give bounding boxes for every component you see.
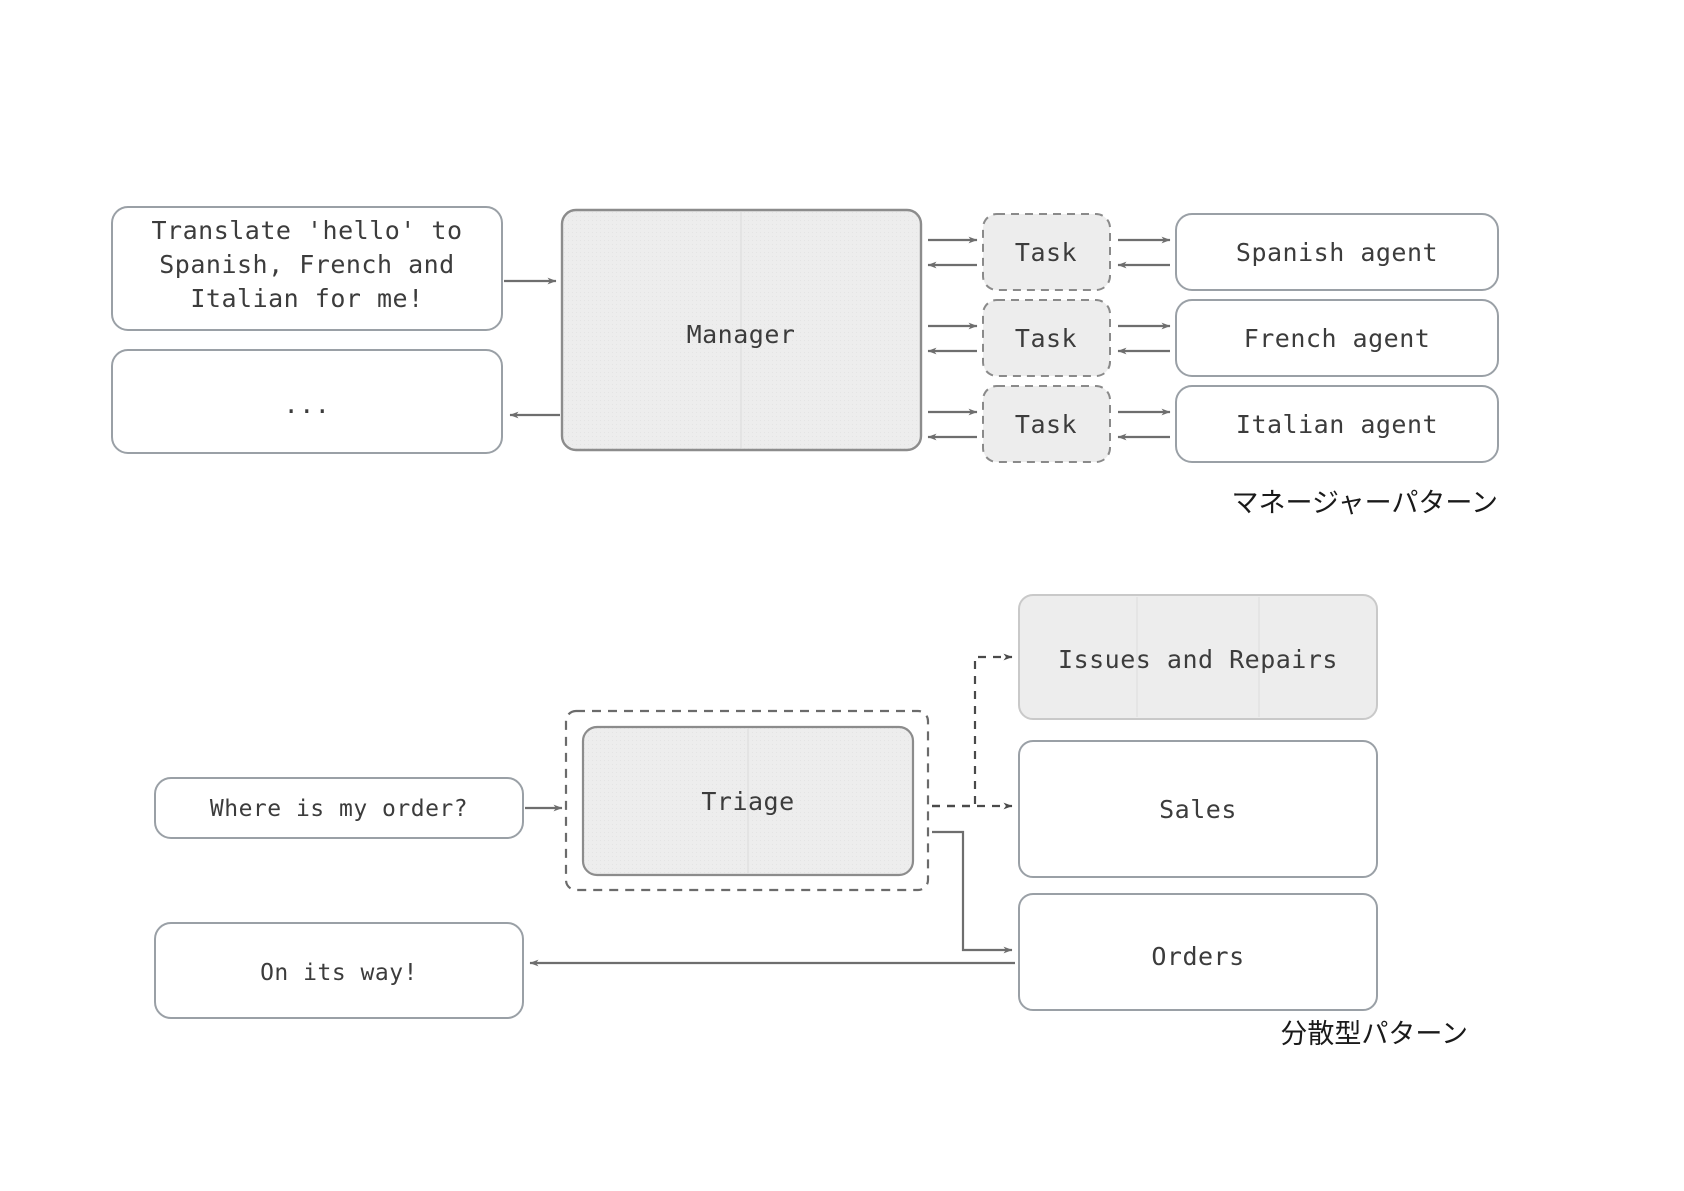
- arrows-manager-task-1: [927, 236, 978, 269]
- handoff-label-issues-and-repairs: Issues and Repairs: [1058, 645, 1338, 674]
- handoff-label-sales: Sales: [1159, 795, 1237, 824]
- manager-task-node-2: Task: [982, 299, 1111, 377]
- manager-agent-label-3: Italian agent: [1236, 410, 1438, 439]
- manager-agent-label-1: Spanish agent: [1236, 238, 1438, 267]
- handoff-label-orders: Orders: [1151, 942, 1244, 971]
- handoff-box-sales: Sales: [1018, 740, 1378, 878]
- manager-input-line3: Italian for me!: [190, 284, 423, 313]
- decentralized-output-box: On its way!: [154, 922, 524, 1019]
- arrows-task-agent-3: [1117, 408, 1171, 441]
- manager-orchestrator-box: Manager: [560, 208, 923, 452]
- decentralized-pattern-caption: 分散型パターン: [1280, 1019, 1468, 1050]
- triage-dashed-container: [564, 709, 930, 892]
- handoff-box-issues-and-repairs: Issues and Repairs: [1018, 594, 1378, 720]
- arrow-triage-to-orders: [932, 830, 1013, 954]
- manager-task-label-1: Task: [1015, 238, 1077, 267]
- arrow-triage-to-issues: [932, 653, 1013, 808]
- arrows-manager-task-3: [927, 408, 978, 441]
- arrows-task-agent-1: [1117, 236, 1171, 269]
- manager-input-line2: Spanish, French and: [159, 250, 454, 279]
- manager-agent-box-3: Italian agent: [1175, 385, 1499, 463]
- decentralized-input-label: Where is my order?: [210, 796, 468, 822]
- manager-orchestrator-label: Manager: [687, 320, 796, 349]
- decentralized-input-box: Where is my order?: [154, 777, 524, 839]
- arrows-manager-task-2: [927, 322, 978, 355]
- manager-input-line1: Translate 'hello' to: [151, 216, 462, 245]
- triage-label: Triage: [701, 787, 794, 816]
- manager-task-node-3: Task: [982, 385, 1111, 463]
- manager-pattern-caption: マネージャーパターン: [1232, 488, 1499, 519]
- decentralized-output-label: On its way!: [260, 960, 418, 986]
- manager-output-label: ...: [284, 390, 331, 419]
- manager-output-box: ...: [111, 349, 503, 454]
- manager-agent-label-2: French agent: [1244, 324, 1431, 353]
- handoff-box-orders: Orders: [1018, 893, 1378, 1011]
- manager-task-label-3: Task: [1015, 410, 1077, 439]
- manager-task-node-1: Task: [982, 213, 1111, 291]
- manager-agent-box-1: Spanish agent: [1175, 213, 1499, 291]
- manager-input-box: Translate 'hello' to Spanish, French and…: [111, 206, 503, 331]
- manager-agent-box-2: French agent: [1175, 299, 1499, 377]
- manager-task-label-2: Task: [1015, 324, 1077, 353]
- arrows-task-agent-2: [1117, 322, 1171, 355]
- triage-box: Triage: [581, 725, 915, 877]
